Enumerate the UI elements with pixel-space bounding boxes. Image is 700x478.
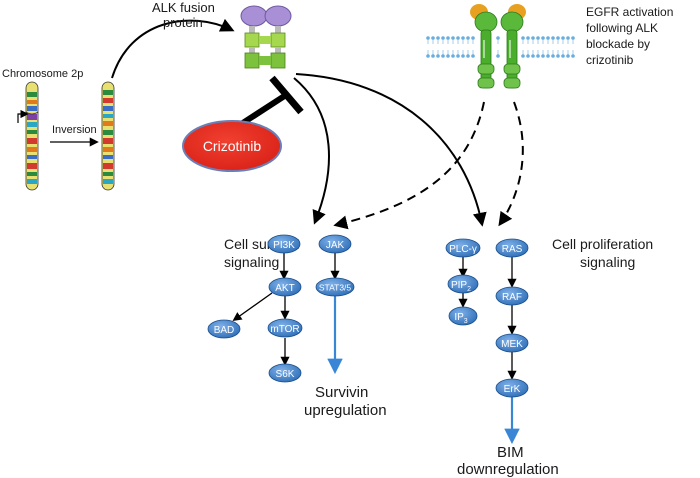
alk-label-line2: protein <box>163 15 203 30</box>
node-jak <box>318 234 352 254</box>
node-akt <box>268 277 302 297</box>
alk-to-survival-arrow <box>293 77 330 225</box>
chromosome-right <box>101 81 115 191</box>
node-ip-sub: 3 <box>464 318 468 325</box>
node-plc-label: PLC-γ <box>449 244 477 255</box>
chromosome-label: Chromosome 2p <box>2 68 83 80</box>
node-pip-label: PIP2 <box>451 280 471 293</box>
node-pip-base: PIP <box>451 280 467 291</box>
node-stat <box>315 277 355 297</box>
node-jak-label: JAK <box>326 240 345 251</box>
node-ras-label: RAS <box>502 244 523 255</box>
node-akt-label: AKT <box>275 283 294 294</box>
node-bad <box>207 319 241 339</box>
egfr-receptor <box>470 4 526 89</box>
survival-label-line2: signaling <box>224 254 279 270</box>
cell-membrane <box>426 36 575 58</box>
bim-label-line1: BIM <box>497 444 524 461</box>
node-ras <box>495 238 529 258</box>
node-plc <box>445 238 481 258</box>
inversion-label: Inversion <box>52 124 97 136</box>
egfr-label-line2: following ALK <box>586 21 658 35</box>
node-ip <box>448 306 478 326</box>
egfr-to-proliferation-arrow <box>498 101 524 227</box>
egfr-label-line3: blockade by <box>586 37 650 51</box>
egfr-label-line1: EGFR activation <box>586 5 673 19</box>
alk-to-proliferation-arrow <box>295 73 487 227</box>
node-mek <box>495 333 529 353</box>
egfr-label-line4: crizotinib <box>586 53 634 67</box>
chromosome-to-alk-arrow <box>111 18 235 79</box>
node-ip-label: IP3 <box>454 312 467 325</box>
crizotinib-drug <box>182 120 282 172</box>
node-bad-label: BAD <box>214 325 235 336</box>
node-pip <box>447 274 479 294</box>
node-mek-label: MEK <box>501 339 523 350</box>
node-s6k-label: S6K <box>276 369 295 380</box>
survivin-label-line1: Survivin <box>315 384 368 401</box>
node-pi3k-label: PI3K <box>273 240 295 251</box>
node-pip-sub: 2 <box>467 286 471 293</box>
node-stat-label: STAT3/5 <box>319 283 352 293</box>
node-mtor <box>267 318 303 338</box>
node-raf <box>495 286 529 306</box>
alk-fusion-protein <box>240 5 292 69</box>
bim-label-line2: downregulation <box>457 461 559 478</box>
node-pi3k <box>267 234 301 254</box>
node-raf-label: RAF <box>502 292 522 303</box>
node-erk-label: ErK <box>504 384 521 395</box>
node-s6k <box>268 363 302 383</box>
drug-label: Crizotinib <box>203 138 262 154</box>
chromosome-left <box>25 81 39 191</box>
translocation-hook <box>17 109 29 123</box>
akt-to-bad <box>232 292 273 322</box>
prolif-label-line1: Cell proliferation <box>552 236 653 252</box>
survivin-label-line2: upregulation <box>304 402 387 419</box>
prolif-label-line2: signaling <box>580 254 635 270</box>
alk-label-line1: ALK fusion <box>152 0 215 15</box>
node-ip-base: IP <box>454 312 464 323</box>
egfr-to-survival-arrow <box>333 101 485 230</box>
node-mtor-label: mTOR <box>270 324 299 335</box>
node-erk <box>495 378 529 398</box>
